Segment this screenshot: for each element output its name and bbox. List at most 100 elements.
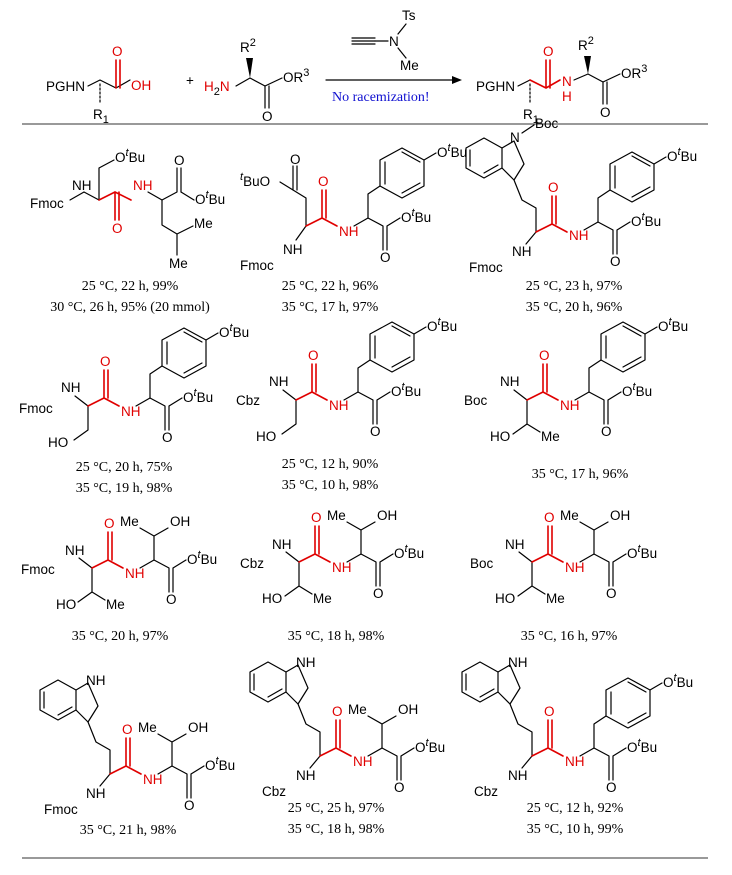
ho-label: HO [490, 429, 510, 444]
amide-o: O [548, 180, 559, 195]
reagent-me: Me [400, 58, 419, 73]
amide-o: O [311, 510, 322, 525]
compound-c6: NH Boc HO Me O NH O OtBu OtBu [464, 316, 688, 444]
nh-label: NH [65, 543, 85, 558]
r1-label: R1 [93, 107, 109, 126]
compound-c4: NH Fmoc HO O NH O OtBu OtBu [19, 322, 249, 450]
me-label: Me [313, 591, 332, 606]
plus-sign: + [186, 73, 194, 88]
conditions-c11-2: 35 °C, 18 h, 98% [288, 822, 385, 837]
nh-label: NH [508, 768, 528, 783]
amide-o: O [122, 722, 133, 737]
product-or3: OR3 [621, 63, 647, 81]
pg-label: Boc [464, 393, 488, 408]
conditions-c8-1: 35 °C, 18 h, 98% [288, 629, 385, 644]
pg-label: Cbz [474, 784, 498, 799]
indole-nh: NH [508, 655, 528, 670]
amide-nh: NH [569, 228, 589, 243]
me-label: Me [194, 216, 213, 231]
ester-o: O [370, 424, 381, 439]
me-label: Me [106, 597, 125, 612]
scheme-reactant-2: H2N R2 O OR3 [204, 37, 309, 124]
oh-label: OH [188, 720, 208, 735]
nh-label: NH [296, 768, 316, 783]
oh-label: OH [131, 78, 151, 93]
r2-label: R2 [240, 37, 256, 55]
pg-label: Fmoc [30, 196, 64, 211]
me-label: Me [138, 720, 157, 735]
otbu-label: OtBu [401, 207, 431, 225]
ho-label: HO [56, 597, 76, 612]
oh-label: OH [398, 702, 418, 717]
ester-o: O [174, 153, 185, 168]
compound-c9: NH Boc HO Me O NH O OtBu Me OH [470, 508, 657, 606]
conditions-c12-1: 25 °C, 12 h, 92% [527, 801, 624, 816]
indole-n: N [510, 130, 520, 145]
ester-o: O [166, 592, 177, 607]
conditions-c1-1: 25 °C, 22 h, 99% [82, 279, 179, 294]
otbu-label: OtBu [437, 142, 467, 160]
amide-nh: NH [133, 178, 153, 193]
nh-label: NH [72, 178, 92, 193]
scheme-product: PGHN R1 O N H R2 O OR3 [476, 35, 647, 126]
amide-o: O [100, 354, 111, 369]
compound-c5: NH Cbz HO O NH O OtBu OtBu [236, 316, 457, 444]
otbu-label: OtBu [622, 381, 652, 399]
pg-label: Fmoc [469, 260, 503, 275]
otbu-label: OtBu [627, 737, 657, 755]
ester-o: O [601, 424, 612, 439]
pghn-label: PGHN [46, 79, 85, 94]
nh-label: NH [86, 786, 106, 801]
amide-o: O [539, 348, 550, 363]
amide-nh: NH [565, 560, 585, 575]
compound-c10: NH NH Fmoc O NH O OtBu Me OH [39, 673, 235, 817]
amide-o: O [308, 348, 319, 363]
product-r2: R2 [578, 35, 594, 53]
compound-c7: NH Fmoc HO Me O NH O OtBu Me OH [21, 514, 217, 612]
pg-label: Fmoc [19, 401, 53, 416]
conditions-c5-2: 35 °C, 10 h, 98% [282, 478, 379, 493]
compound-c3: N Boc NH Fmoc O NH O OtBu OtBu [465, 116, 697, 275]
pg-label: Cbz [240, 556, 264, 571]
conditions-c4-2: 35 °C, 19 h, 98% [76, 481, 173, 496]
conditions-c9-1: 35 °C, 16 h, 97% [521, 629, 618, 644]
or3-label: OR3 [283, 67, 309, 85]
otbu-label: OtBu [205, 755, 235, 773]
boc-label: Boc [535, 116, 559, 131]
conditions-c4-1: 25 °C, 20 h, 75% [76, 460, 173, 475]
h2n-label: H2N [204, 79, 230, 98]
otbu-label: OtBu [391, 381, 421, 399]
conditions-c1-2: 30 °C, 26 h, 95% (20 mmol) [50, 300, 210, 315]
compound-c1: Fmoc NH OtBu O NH O OtBu Me Me [30, 147, 225, 271]
ho-label: HO [48, 435, 68, 450]
ester-o: O [394, 780, 405, 795]
amide-nh: NH [329, 398, 349, 413]
me-label: Me [169, 256, 188, 271]
carbonyl-o: O [112, 44, 123, 59]
ho-label: HO [495, 591, 515, 606]
amide-o: O [544, 704, 555, 719]
conditions-c6-1: 35 °C, 17 h, 96% [532, 467, 629, 482]
conditions-c3-2: 35 °C, 20 h, 96% [526, 300, 623, 315]
nh-label: NH [272, 537, 292, 552]
me-label: Me [348, 702, 367, 717]
conditions-c10-1: 35 °C, 21 h, 98% [80, 823, 177, 838]
compound-c11: NH NH Cbz O NH O OtBu Me OH [249, 655, 445, 799]
amide-o: O [318, 174, 329, 189]
ho-label: HO [262, 591, 282, 606]
me-label: Me [560, 508, 579, 523]
amide-o: O [104, 516, 115, 531]
oh-label: OH [170, 514, 190, 529]
conditions-c11-1: 25 °C, 25 h, 97% [288, 801, 385, 816]
reaction-arrow [325, 76, 462, 84]
otbu-label: OtBu [427, 316, 457, 334]
otbu-label: OtBu [394, 543, 424, 561]
pg-label: Fmoc [240, 258, 274, 273]
amide-nh: NH [125, 566, 145, 581]
product-o: O [543, 44, 554, 59]
amide-nh: NH [339, 224, 359, 239]
nh-label: NH [505, 537, 525, 552]
no-racemization-note: No racemization! [332, 90, 430, 105]
product-ester-o: O [600, 105, 611, 120]
indole-nh: NH [296, 655, 316, 670]
